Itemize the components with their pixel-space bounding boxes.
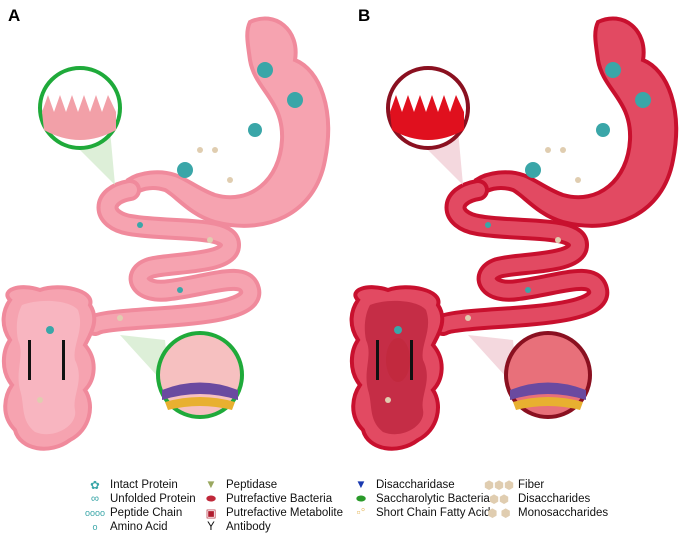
legend-item: ✿ Intact Protein [84, 478, 196, 492]
legend-item: ∞ Unfolded Protein [84, 492, 196, 506]
panel-label-a: A [8, 6, 21, 25]
intact-protein-icon: ✿ [90, 480, 100, 492]
legend-label: Peptidase [226, 479, 278, 491]
legend-column-3: ▼Disaccharidase ⬬Saccharolytic Bacteria … [350, 478, 490, 520]
legend-label: Unfolded Protein [110, 493, 196, 505]
panel-a-gut [3, 18, 329, 449]
legend-item: ⬬ Saccharolytic Bacteria [350, 492, 490, 506]
legend-item: Y Antibody [200, 520, 343, 534]
legend-item: ▼ Peptidase [200, 478, 343, 492]
legend-item: ⬢⬢⬢Fiber [484, 478, 608, 492]
panel-b-gut [351, 18, 677, 449]
legend-label: Amino Acid [110, 521, 168, 533]
antibody-icon: Y [207, 521, 215, 533]
peptide-chain-icon: oooo [84, 508, 106, 518]
legend-item: ▼ Disaccharidase [350, 478, 490, 492]
legend-label: Short Chain Fatty Acid [376, 507, 491, 519]
zoom-circle-mucosa [504, 331, 592, 419]
legend-label: Disaccharides [518, 493, 591, 505]
legend-item: ⬢⬢ Disaccharides [484, 492, 608, 506]
legend-item: ⬢ ⬢ Monosaccharides [484, 506, 608, 520]
legend-label: Monosaccharides [518, 507, 609, 519]
short-chain-fatty-acid-icon: ▫° [356, 507, 366, 519]
legend-item: oooo Peptide Chain [84, 506, 196, 520]
fiber-icon: ⬢⬢⬢ [483, 480, 515, 492]
legend-column-1: ✿ Intact Protein ∞ Unfolded Protein oooo Pe… [84, 478, 196, 534]
legend-label: Disaccharidase [376, 479, 455, 491]
legend-item: ▣ Putrefactive Metabolite [200, 506, 343, 520]
panel-label-b: B [358, 6, 371, 25]
legend-column-4: ⬢⬢⬢Fiber ⬢⬢ Disaccharides ⬢ ⬢ Monosacchari… [484, 478, 608, 520]
legend-label: Saccharolytic Bacteria [376, 493, 490, 505]
zoom-circle-mucosa [156, 331, 244, 419]
unfolded-protein-icon: ∞ [90, 493, 100, 505]
legend-label: Putrefactive Bacteria [226, 493, 333, 505]
legend-item: ⬬ Putrefactive Bacteria [200, 492, 343, 506]
legend-label: Peptide Chain [110, 507, 183, 519]
saccharolytic-bacteria-icon: ⬬ [356, 492, 366, 505]
peptidase-icon: ▼ [205, 479, 217, 491]
amino-acid-icon: o [92, 522, 98, 532]
legend-label: Intact Protein [110, 479, 178, 491]
legend-label: Antibody [226, 521, 271, 533]
legend-item: ▫° Short Chain Fatty Acid [350, 506, 491, 520]
monosaccharides-icon: ⬢ ⬢ [487, 508, 511, 520]
legend-label: Fiber [518, 479, 545, 491]
putrefactive-metabolite-icon: ▣ [205, 508, 217, 520]
gut-diagram [3, 18, 677, 449]
legend-label: Putrefactive Metabolite [226, 507, 343, 519]
disaccharidase-icon: ▼ [355, 479, 367, 491]
disaccharides-icon: ⬢⬢ [488, 494, 510, 506]
putrefactive-bacteria-icon: ⬬ [206, 492, 216, 505]
legend-column-2: ▼ Peptidase ⬬ Putrefactive Bacteria ▣ Putre… [200, 478, 343, 534]
legend-item: o Amino Acid [84, 520, 196, 534]
